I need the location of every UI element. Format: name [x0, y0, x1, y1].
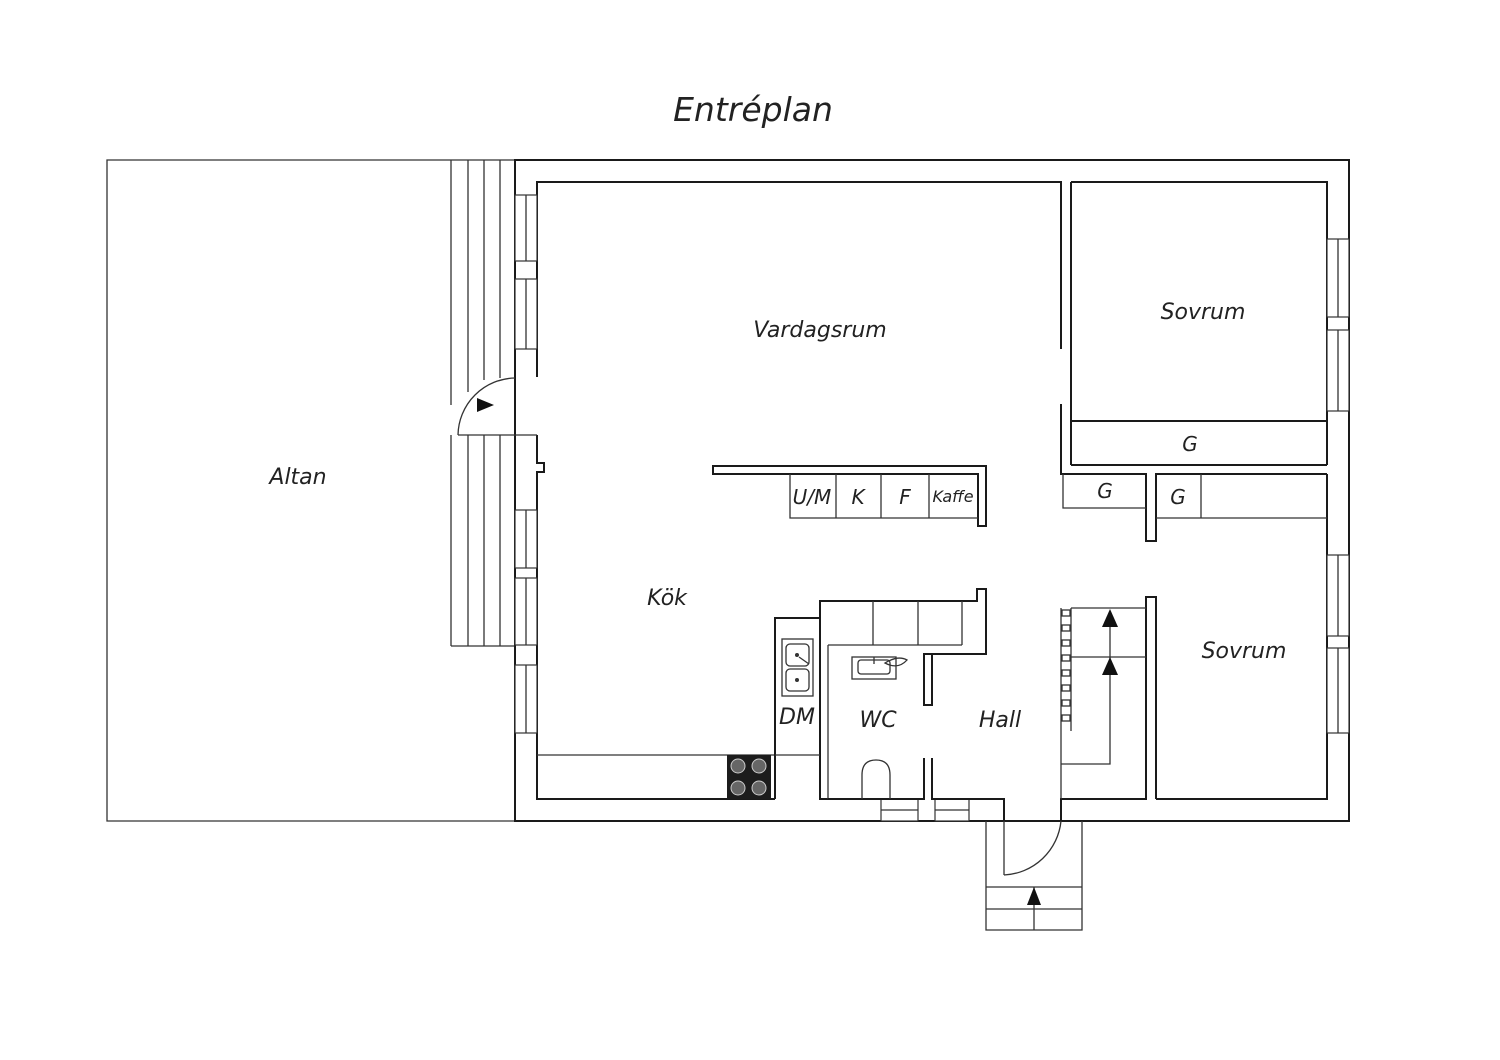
closet-label-g-right: G: [1170, 485, 1186, 509]
plan-title: Entréplan: [673, 90, 833, 129]
closet-label-g-long: G: [1182, 432, 1198, 456]
appliance-label-kaffe: Kaffe: [932, 487, 973, 506]
sink-icon: [781, 638, 814, 697]
dishwasher-area: DM: [774, 617, 828, 800]
closets-middle: G G: [1062, 474, 1327, 519]
room-label-wc: WC: [859, 708, 897, 733]
bedroom-upper: Sovrum G: [1060, 182, 1327, 542]
room-label-sovrum-upper: Sovrum: [1161, 300, 1246, 325]
wc-room: WC: [828, 656, 925, 800]
kitchen: Kök: [537, 586, 775, 799]
stair-arrow-icon: [1102, 657, 1118, 675]
room-label-sovrum-lower: Sovrum: [1202, 639, 1287, 664]
front-entrance: [985, 820, 1083, 931]
room-label-vardagsrum: Vardagsrum: [753, 318, 886, 343]
entry-arrow-icon: [477, 398, 494, 412]
staircase: [1061, 607, 1146, 765]
appliance-label-um: U/M: [793, 485, 832, 509]
closet-label-g-left: G: [1097, 479, 1113, 503]
windows: [514, 194, 1350, 822]
room-label-kok: Kök: [647, 586, 688, 611]
cabinet-row: [819, 588, 987, 799]
appliance-label-k: K: [851, 485, 866, 509]
kitchen-island: U/M K F Kaffe: [712, 465, 987, 527]
hall: Hall: [931, 596, 1157, 821]
room-label-dm: DM: [779, 705, 815, 730]
room-label-altan: Altan: [267, 465, 326, 490]
terrace-door: [457, 377, 537, 436]
terrace-steps: [450, 160, 515, 647]
stair-arrow-icon: [1102, 609, 1118, 627]
toilet-icon: [861, 759, 891, 799]
appliance-label-f: F: [899, 485, 911, 509]
terrace-altan: Altan: [106, 159, 515, 822]
entry-arrow-icon: [1027, 887, 1041, 905]
room-label-hall: Hall: [979, 708, 1021, 733]
